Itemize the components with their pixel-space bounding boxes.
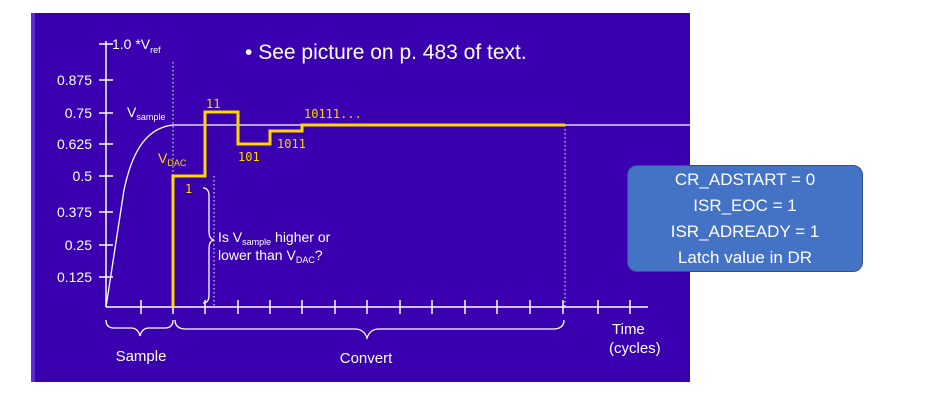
sample-label: Sample — [116, 348, 167, 365]
code-11: 11 — [206, 97, 220, 111]
bullet-text: • See picture on p. 483 of text. — [245, 41, 527, 64]
convert-brace — [174, 319, 565, 341]
y-tick-075: 0.75 — [65, 105, 92, 121]
vdac-label: VDAC — [158, 150, 187, 168]
code-101: 101 — [238, 150, 260, 164]
left-edge-highlight — [31, 13, 35, 382]
time-label: Time — [612, 321, 645, 338]
y-tick-05: 0.5 — [73, 168, 93, 184]
y-tick-labels: 0.875 0.75 0.625 0.5 0.375 0.25 0.125 — [57, 72, 92, 285]
sample-brace — [105, 319, 174, 337]
dac-code-labels: 1 11 101 1011 10111... — [185, 97, 362, 196]
status-line-adstart: CR_ADSTART = 0 — [674, 170, 816, 189]
code-1011: 1011 — [277, 137, 306, 151]
compare-brace — [202, 187, 215, 304]
status-line-adready: ISR_ADREADY = 1 — [670, 222, 820, 241]
code-1: 1 — [185, 182, 192, 196]
y-tick-0875: 0.875 — [57, 72, 92, 88]
diagram-background — [31, 13, 690, 382]
status-line-eoc: ISR_EOC = 1 — [693, 196, 797, 215]
vdac-trace — [171, 110, 565, 307]
y-tick-0375: 0.375 — [57, 204, 92, 220]
y-tick-0625: 0.625 — [57, 136, 92, 152]
code-10111: 10111... — [304, 107, 362, 121]
y-top-label: 1.0 *Vref — [112, 36, 161, 55]
y-axis-ticks — [99, 43, 113, 278]
status-register-box: CR_ADSTART = 0 ISR_EOC = 1 ISR_ADREADY =… — [627, 165, 863, 272]
vsample-label: Vsample — [127, 104, 165, 122]
y-tick-0125: 0.125 — [57, 269, 92, 285]
status-line-latch: Latch value in DR — [677, 248, 813, 267]
vsample-curve — [105, 124, 690, 308]
annotation-line-1: Is Vsample higher or — [218, 229, 331, 247]
x-axis-ticks — [140, 300, 631, 314]
annotation-line-2: lower than VDAC? — [218, 247, 323, 265]
y-tick-025: 0.25 — [65, 237, 92, 253]
time-unit-label: (cycles) — [609, 340, 661, 357]
convert-label: Convert — [340, 350, 393, 367]
